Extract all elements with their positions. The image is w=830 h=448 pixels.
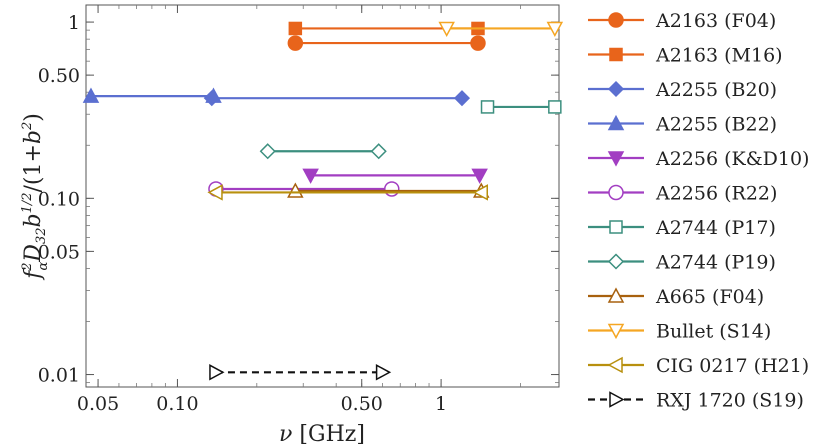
legend-label: A2163 (M16) bbox=[655, 45, 783, 67]
legend-entry: RXJ 1720 (S19) bbox=[588, 390, 804, 412]
data-point bbox=[375, 364, 392, 381]
legend-marker bbox=[607, 287, 625, 303]
x-tick-label: 1 bbox=[435, 393, 447, 415]
legend-label: A2744 (P17) bbox=[655, 217, 776, 239]
legend-entry: A2255 (B22) bbox=[588, 114, 777, 136]
legend-marker bbox=[608, 184, 624, 201]
data-point bbox=[546, 21, 564, 38]
y-tick-label: 0.50 bbox=[38, 65, 80, 87]
legend-entry: A2255 (B20) bbox=[588, 79, 777, 101]
legend-marker bbox=[609, 391, 625, 408]
y-tick-label: 1 bbox=[68, 12, 80, 34]
legend: A2163 (F04) A2163 (M16) A2255 (B20) A2255 (… bbox=[588, 10, 809, 412]
x-tick-label: 0.05 bbox=[77, 393, 119, 415]
data-point bbox=[209, 364, 225, 381]
legend-entry: A2256 (K&D10) bbox=[588, 148, 809, 170]
y-tick-label: 0.05 bbox=[38, 241, 80, 263]
legend-label: CIG 0217 (H21) bbox=[656, 355, 809, 377]
series-1 bbox=[287, 35, 486, 51]
data-point bbox=[470, 35, 486, 51]
series-11 bbox=[207, 184, 489, 201]
legend-label: A2163 (F04) bbox=[655, 10, 776, 32]
series-7 bbox=[480, 100, 562, 114]
legend-marker bbox=[607, 114, 625, 131]
series-12 bbox=[209, 364, 392, 381]
legend-entry: A2744 (P19) bbox=[588, 252, 776, 274]
y-axis-label: f2αD32b1/2/(1+b2) bbox=[20, 113, 51, 281]
data-point bbox=[288, 21, 303, 36]
legend-label: A2256 (R22) bbox=[655, 183, 777, 205]
data-point bbox=[384, 181, 400, 197]
data-point bbox=[453, 90, 471, 107]
legend-entry: A665 (F04) bbox=[588, 286, 764, 308]
legend-entry: CIG 0217 (H21) bbox=[588, 355, 809, 377]
series-3 bbox=[203, 90, 471, 107]
x-tick-label: 0.10 bbox=[156, 393, 198, 415]
y-tick-label: 0.10 bbox=[38, 188, 80, 210]
legend-label: RXJ 1720 (S19) bbox=[656, 390, 804, 412]
legend-marker bbox=[607, 323, 625, 340]
x-tick-label: 0.50 bbox=[341, 393, 383, 415]
data-point bbox=[370, 143, 387, 160]
data-point bbox=[480, 100, 495, 114]
legend-marker bbox=[607, 356, 623, 374]
data-point bbox=[287, 35, 304, 51]
data-point bbox=[302, 168, 319, 184]
data-point bbox=[287, 182, 304, 198]
legend-label: A2744 (P19) bbox=[655, 252, 776, 274]
data-point bbox=[207, 184, 223, 201]
legend-label: A665 (F04) bbox=[655, 286, 764, 308]
series-6 bbox=[208, 181, 400, 197]
data-point bbox=[82, 87, 100, 103]
series-layer bbox=[82, 21, 564, 381]
data-point bbox=[548, 100, 562, 114]
legend-entry: A2744 (P17) bbox=[588, 217, 776, 239]
data-point bbox=[472, 184, 489, 201]
series-5 bbox=[302, 168, 488, 184]
plot-area: 0.05 0.10 0.50 1 0.01 0.05 0.10 0.50 1 bbox=[38, 4, 564, 415]
legend-label: A2255 (B20) bbox=[655, 79, 777, 101]
x-axis-ticks: 0.05 0.10 0.50 1 bbox=[77, 5, 447, 415]
data-point bbox=[471, 168, 488, 184]
legend-label: Bullet (S14) bbox=[656, 321, 771, 343]
y-tick-label: 0.01 bbox=[38, 365, 80, 387]
series-10 bbox=[438, 21, 564, 38]
x-axis-label: ν [GHz] bbox=[279, 422, 365, 447]
legend-entry: A2163 (F04) bbox=[588, 10, 776, 32]
legend-entry: Bullet (S14) bbox=[588, 321, 771, 343]
legend-marker bbox=[607, 253, 625, 270]
legend-entry: A2163 (M16) bbox=[588, 45, 783, 67]
series-4 bbox=[82, 87, 222, 103]
data-point bbox=[438, 21, 455, 38]
y-axis-ticks: 0.01 0.05 0.10 0.50 1 bbox=[38, 12, 559, 387]
plot-frame bbox=[85, 4, 560, 388]
data-point bbox=[205, 87, 222, 103]
legend-entry: A2256 (R22) bbox=[588, 183, 777, 205]
series-8 bbox=[259, 143, 387, 160]
legend-marker bbox=[607, 80, 625, 98]
legend-marker bbox=[609, 220, 623, 234]
legend-marker bbox=[607, 151, 625, 167]
legend-marker bbox=[609, 47, 623, 62]
legend-label: A2256 (K&D10) bbox=[655, 148, 809, 170]
data-point bbox=[259, 143, 276, 160]
legend-label: A2255 (B22) bbox=[655, 114, 777, 136]
legend-marker bbox=[608, 12, 624, 28]
